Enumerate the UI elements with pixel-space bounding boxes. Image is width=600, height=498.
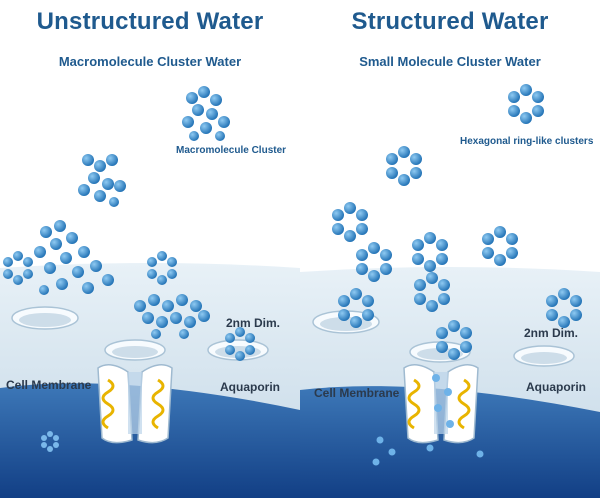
hexagonal-cluster-deep <box>41 431 59 452</box>
hexagonal-ring-cluster <box>414 272 450 312</box>
cluster-label: Macromolecule Cluster <box>176 145 287 156</box>
panel-title: Unstructured Water <box>36 8 264 35</box>
unstructured-water-panel: Unstructured Water Macromolecule Cluster… <box>0 8 300 498</box>
hexagonal-cluster-left <box>3 251 33 285</box>
hexagonal-ring-cluster-top <box>508 84 544 124</box>
hexagonal-ring-cluster <box>412 232 448 272</box>
small-clusters-passing <box>372 374 484 466</box>
hexagonal-cluster-pore <box>225 327 255 361</box>
cluster-label: Hexagonal ring-like clusters <box>460 136 594 147</box>
aquaporin-channel <box>403 364 479 444</box>
membrane-label: Cell Membrane <box>314 386 400 400</box>
panel-title: Structured Water <box>351 8 549 35</box>
hexagonal-ring-cluster <box>332 202 368 242</box>
macromolecule-cluster-large <box>34 220 114 295</box>
macromolecule-cluster-top <box>182 86 230 141</box>
panel-subtitle: Small Molecule Cluster Water <box>359 54 541 69</box>
channel-label: Aquaporin <box>526 380 586 394</box>
channel-label: Aquaporin <box>220 380 280 394</box>
pore-label: 2nm Dim. <box>524 326 579 340</box>
macromolecule-cluster-mid <box>78 154 126 207</box>
hexagonal-ring-cluster <box>546 288 582 328</box>
pore-label: 2nm Dim. <box>226 316 281 330</box>
unstructured-scene <box>0 86 300 498</box>
hexagonal-ring-cluster <box>356 242 392 282</box>
aquaporin-channel <box>97 364 173 444</box>
hexagonal-ring-cluster <box>482 226 518 266</box>
structured-water-panel: Structured Water Small Molecule Cluster … <box>300 0 600 498</box>
macromolecule-cluster-right <box>134 294 210 339</box>
hexagonal-ring-cluster <box>338 288 374 328</box>
panel-subtitle: Macromolecule Cluster Water <box>58 54 242 69</box>
hexagonal-cluster-mid <box>147 251 177 285</box>
hexagonal-ring-cluster <box>436 320 472 360</box>
structured-scene <box>300 84 600 498</box>
membrane-label: Cell Membrane <box>6 378 92 392</box>
hexagonal-ring-cluster <box>386 146 422 186</box>
